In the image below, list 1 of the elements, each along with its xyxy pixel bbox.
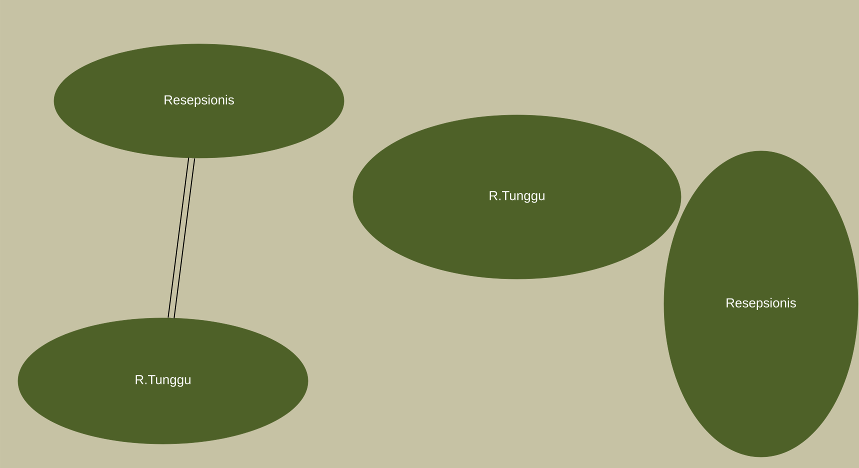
double-line <box>168 158 196 318</box>
